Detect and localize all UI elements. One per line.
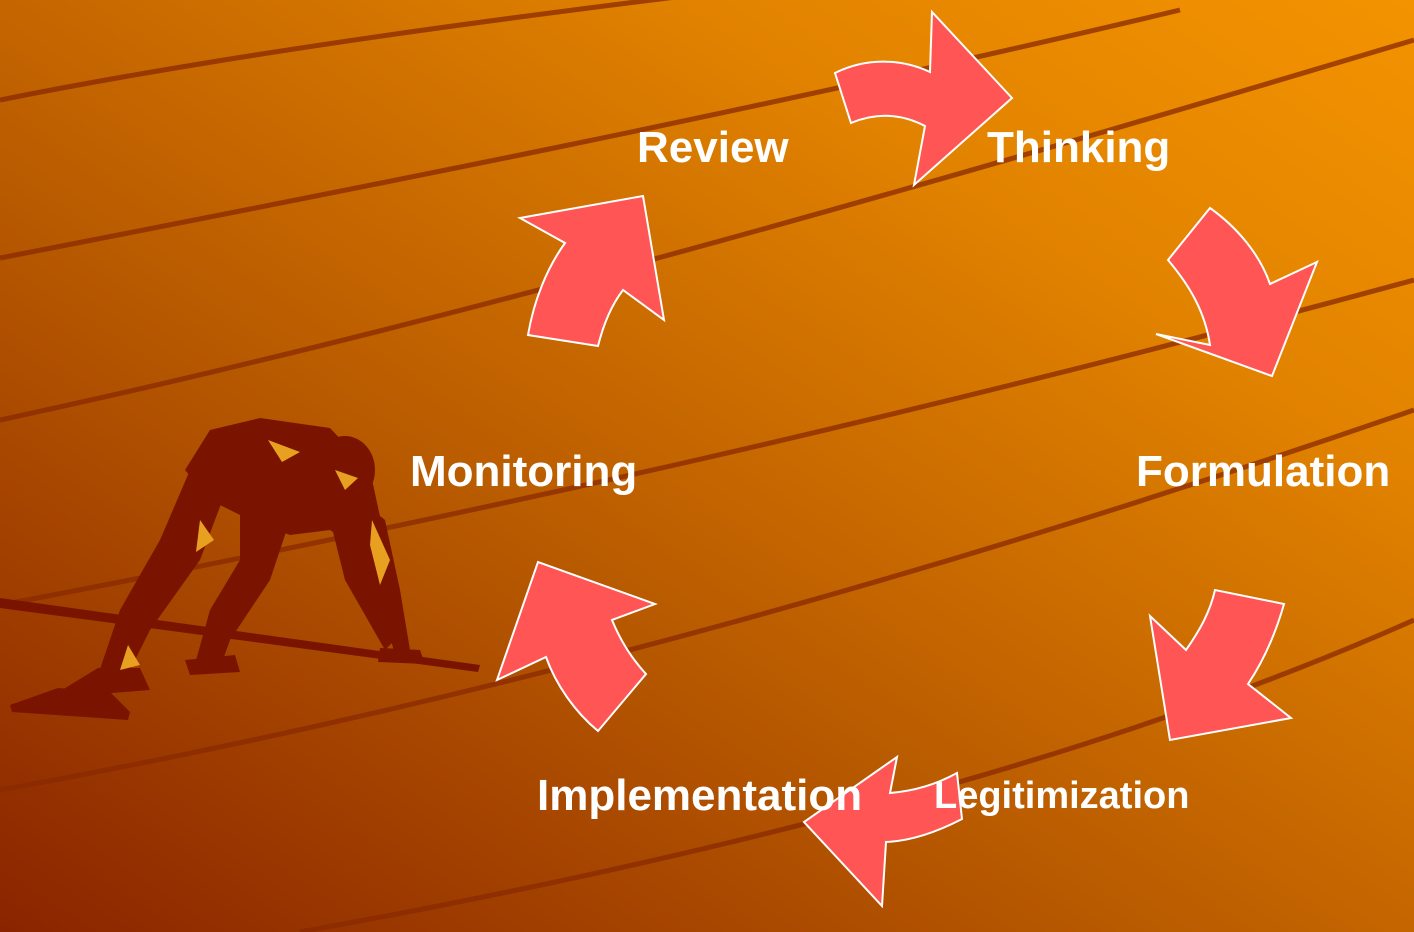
stage-label-review: Review (637, 123, 789, 172)
arrow-formulation-to-legitimization (1148, 588, 1294, 742)
stage-label-formulation: Formulation (1136, 447, 1391, 496)
arrow-review-to-thinking (833, 9, 1014, 188)
arrow-thinking-to-formulation (1155, 206, 1319, 378)
stage-label-monitoring: Monitoring (410, 447, 638, 496)
streak-2 (0, 7, 1181, 261)
streak-1 (0, 0, 672, 103)
streak-3 (0, 37, 1414, 423)
arrow-monitoring-to-review (517, 194, 666, 348)
streak-5 (0, 407, 1414, 793)
arrow-implementation-to-monitoring (495, 560, 658, 733)
stage-label-implementation: Implementation (537, 771, 863, 820)
stage-label-legitimization: Legitimization (934, 775, 1190, 817)
arrow-legitimization-to-implementation (802, 754, 964, 909)
stage-label-thinking: Thinking (987, 123, 1171, 172)
